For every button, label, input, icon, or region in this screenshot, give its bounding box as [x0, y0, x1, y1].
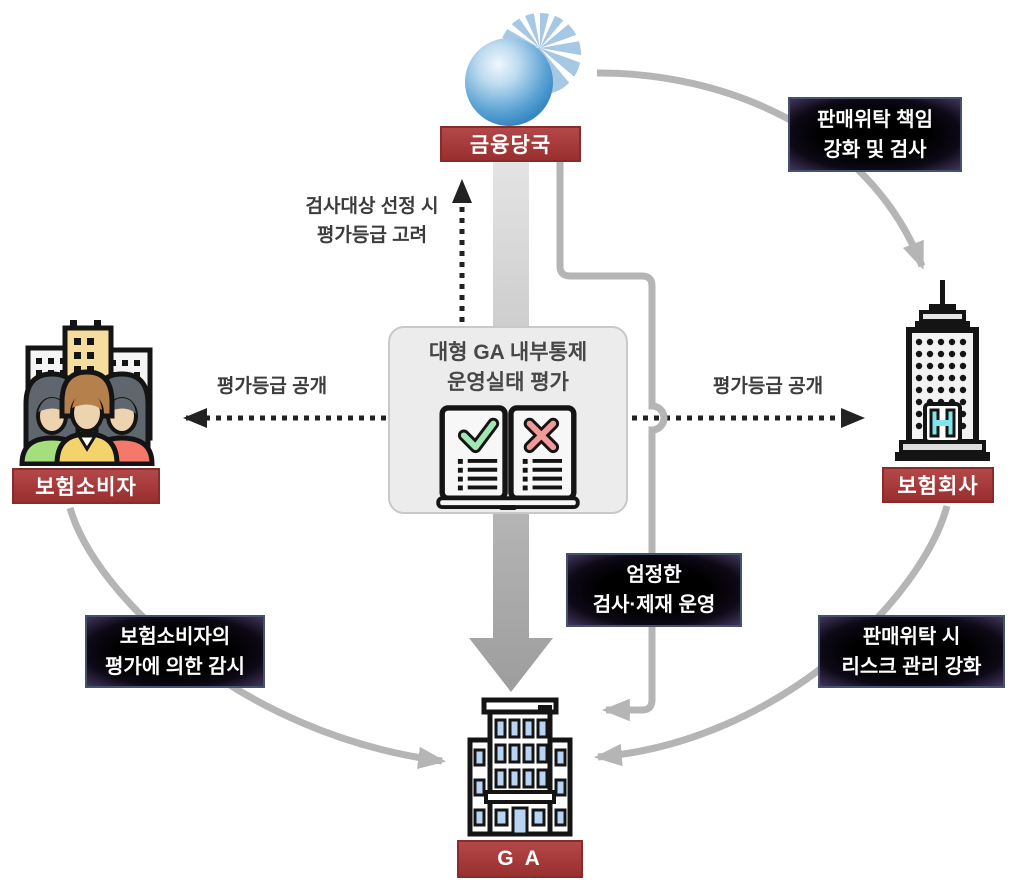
ga-label: G A — [457, 840, 583, 878]
panel-title-line2: 운영실태 평가 — [447, 371, 569, 394]
insurer-label: 보험회사 — [882, 467, 994, 503]
callout-monitoring-line1: 보험소비자의 — [119, 625, 231, 648]
callout-risk-management: 판매위탁 시 리스크 관리 강화 — [818, 615, 1005, 688]
callout-strict-sanctions: 엄정한 검사·제재 운영 — [566, 553, 742, 627]
consumers-label: 보험소비자 — [12, 468, 160, 504]
consumers-buildings-icon — [19, 320, 155, 466]
callout-delegation-line2: 강화 및 검사 — [823, 138, 927, 161]
globe-burst-icon — [465, 0, 588, 126]
ga-building-icon — [467, 697, 573, 837]
burst-rays — [492, 0, 588, 96]
line-jump-arc — [651, 402, 668, 434]
callout-sanctions-line1: 엄정한 — [626, 564, 682, 586]
evaluation-panel: 대형 GA 내부통제 운영실태 평가 — [388, 326, 628, 514]
panel-title-line1: 대형 GA 내부통제 — [428, 341, 588, 364]
open-book-check-x-icon — [436, 405, 580, 511]
callout-sanctions-line2: 검사·제재 운영 — [592, 594, 716, 616]
callout-monitoring-line2: 평가에 의한 감시 — [105, 655, 245, 678]
regulator-label: 금융당국 — [440, 126, 581, 162]
callout-risk-line2: 리스크 관리 강화 — [841, 655, 982, 678]
callout-consumer-monitoring: 보험소비자의 평가에 의한 감시 — [85, 615, 265, 688]
panel-title: 대형 GA 내부통제 운영실태 평가 — [429, 338, 587, 398]
callout-risk-line1: 판매위탁 시 — [862, 625, 961, 648]
office-tower-icon — [895, 280, 990, 461]
selection-note-line2: 평가등급 고려 — [316, 225, 428, 246]
grade-disclosure-right-label: 평가등급 공개 — [712, 376, 824, 397]
callout-delegation-inspection: 판매위탁 책임 강화 및 검사 — [788, 97, 962, 172]
grade-disclosure-left-label: 평가등급 공개 — [216, 376, 328, 397]
selection-note: 검사대상 선정 시 평가등급 고려 — [282, 192, 462, 250]
callout-delegation-line1: 판매위탁 책임 — [817, 108, 933, 131]
selection-note-line1: 검사대상 선정 시 — [305, 196, 439, 217]
